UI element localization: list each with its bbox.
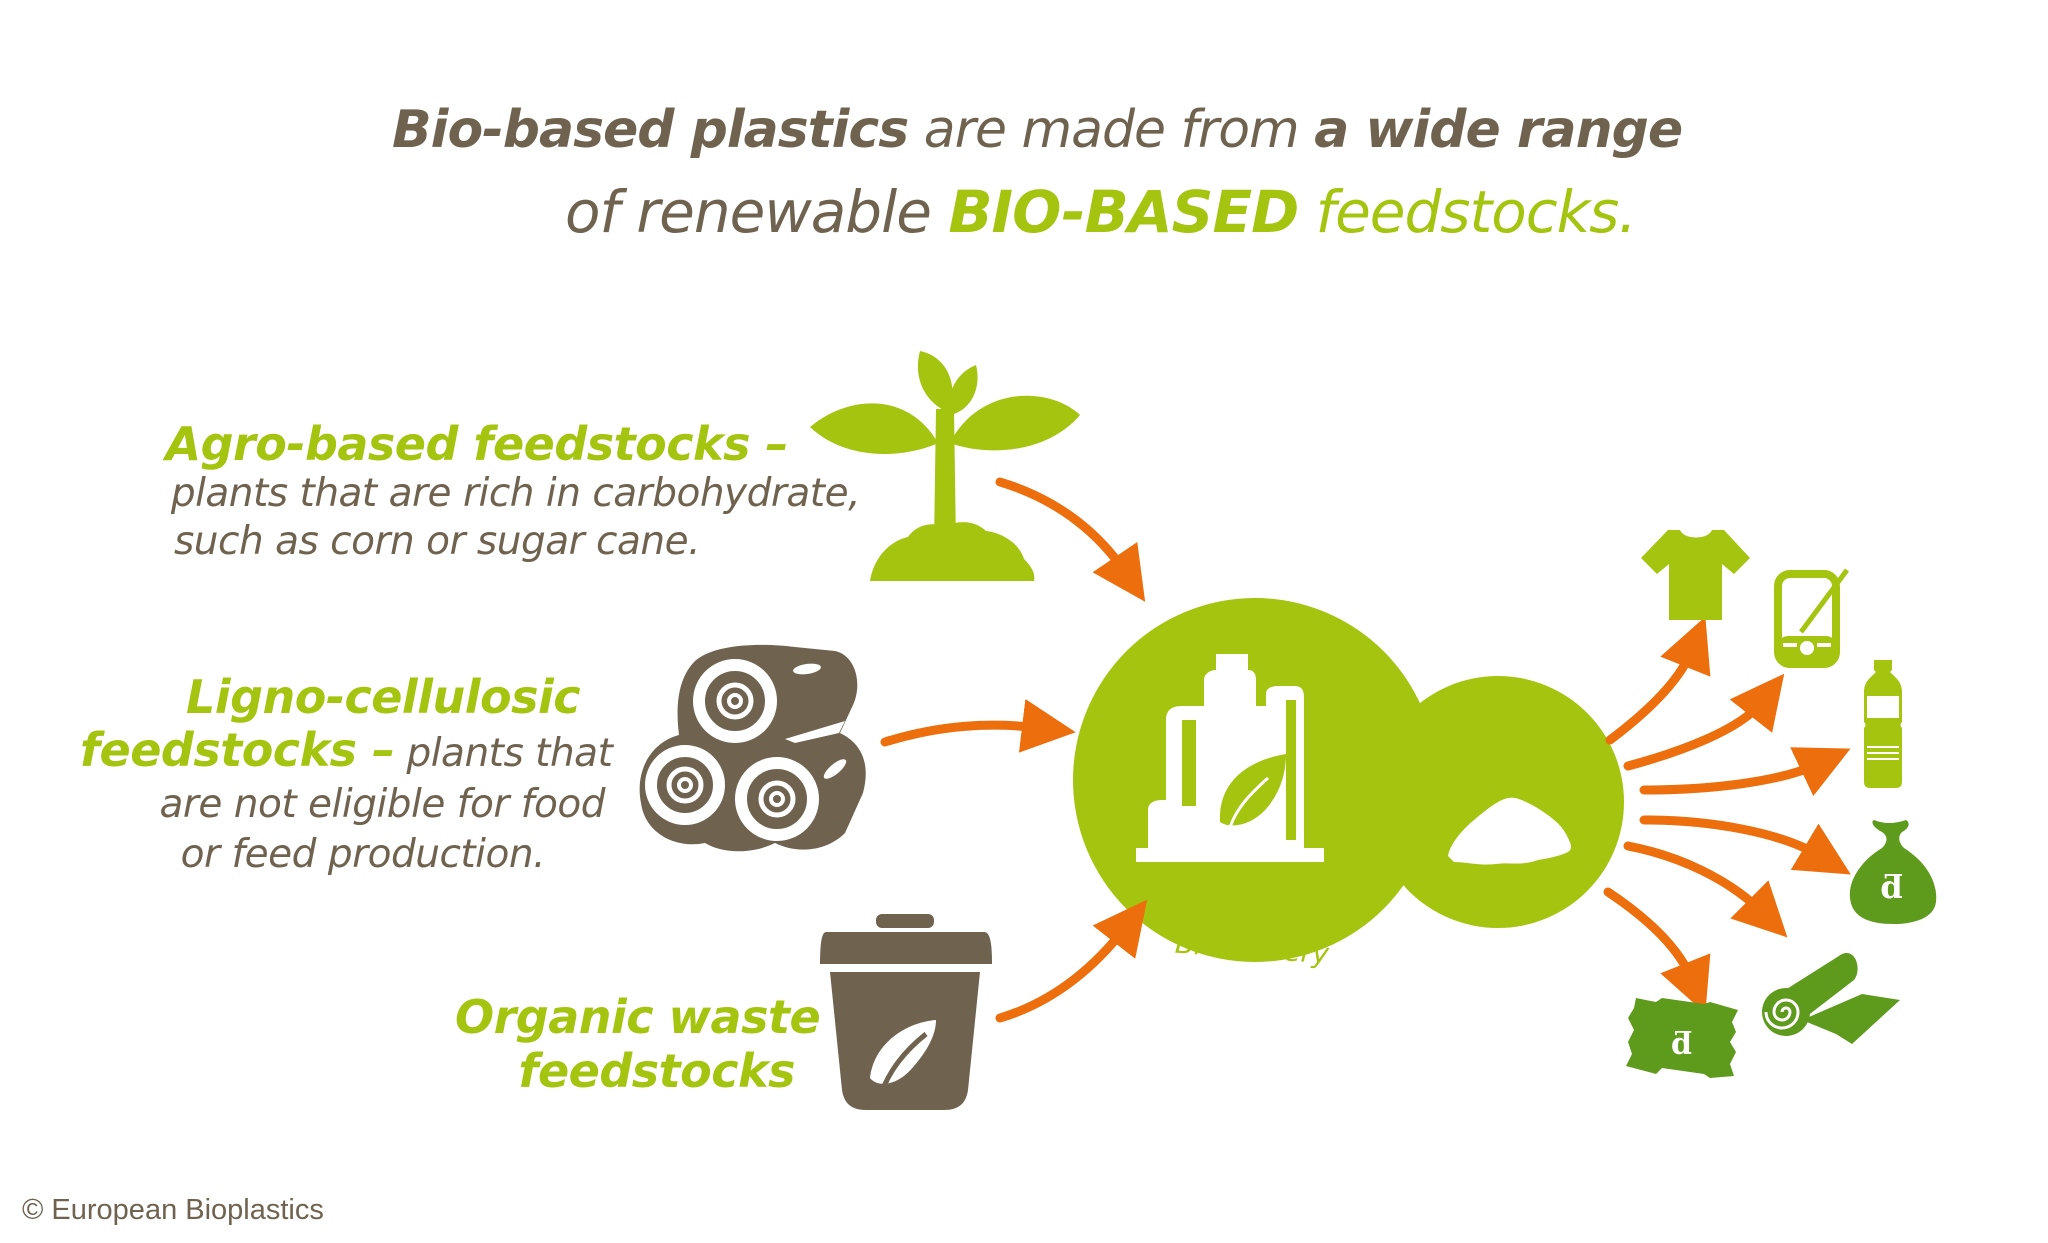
organic-heading-line-2: feedstocks	[518, 1044, 795, 1098]
title-line-2: of renewable BIO-BASED feedstocks.	[565, 178, 1637, 246]
agro-heading: Agro-based feedstocks –	[165, 417, 789, 471]
bottle-icon	[1864, 660, 1902, 788]
arrow-organic	[995, 899, 1148, 1023]
arrow-to-bag	[1639, 815, 1851, 875]
arrow-ligno	[880, 699, 1076, 753]
t-shirt-icon	[1641, 530, 1750, 620]
film-roll-icon	[1762, 952, 1900, 1044]
title-text: are made from	[908, 100, 1315, 160]
title-text: of renewable	[565, 178, 949, 246]
sprout-icon	[810, 351, 1080, 581]
arrow-agro	[995, 477, 1146, 602]
ligno-description-line-2: are not eligible for food	[159, 782, 605, 827]
title-feedstocks-highlight: feedstocks.	[1298, 178, 1637, 246]
leaf-icon	[870, 1020, 936, 1084]
arrow-to-wrapper	[1603, 887, 1711, 1014]
title-line-1: Bio-based plastics are made from a wide …	[392, 100, 1683, 160]
ligno-heading-feedstocks: feedstocks –	[80, 723, 395, 777]
arrow-to-bottle	[1639, 747, 1851, 797]
svg-text:ƌ: ƌ	[1881, 868, 1903, 906]
organic-heading-line-1: Organic waste	[455, 990, 821, 1044]
ligno-heading-line-2: feedstocks – plants that	[80, 723, 613, 780]
ligno-feedstock-label: Ligno-cellulosic feedstocks – plants tha…	[80, 670, 613, 880]
title-bio-based-highlight: BIO-BASED	[948, 178, 1299, 246]
agro-description-line-1: plants that are rich in carbohydrate,	[170, 471, 861, 516]
agro-feedstock-label: Agro-based feedstocks – plants that are …	[160, 417, 861, 566]
powder-pile-icon	[1448, 797, 1572, 865]
arrow-to-film	[1623, 841, 1788, 938]
copyright-footer: © European Bioplastics	[22, 1194, 324, 1226]
pda-stylus-icon	[1774, 568, 1850, 668]
organic-feedstock-label: Organic waste feedstocks	[455, 990, 821, 1098]
biorefinery-bubble	[1073, 598, 1624, 962]
logs-icon	[639, 644, 866, 852]
compost-bin-icon	[820, 914, 992, 1110]
svg-text:ƌ: ƌ	[1672, 1027, 1693, 1062]
ligno-description-line-3: or feed production.	[180, 832, 546, 877]
title-bold-bio-based-plastics: Bio-based plastics	[392, 100, 909, 160]
ligno-description-line-1: plants that	[394, 731, 613, 776]
arrow-to-tshirt	[1605, 616, 1711, 745]
wrapper-icon: ƌ	[1626, 998, 1738, 1078]
agro-description-line-2: such as corn or sugar cane.	[173, 519, 701, 564]
bag-icon: ƌ	[1849, 820, 1937, 924]
title-bold-wide-range: a wide range	[1314, 100, 1683, 160]
ligno-heading-line-1: Ligno-cellulosic	[186, 670, 580, 724]
arrow-to-pda	[1623, 673, 1785, 771]
